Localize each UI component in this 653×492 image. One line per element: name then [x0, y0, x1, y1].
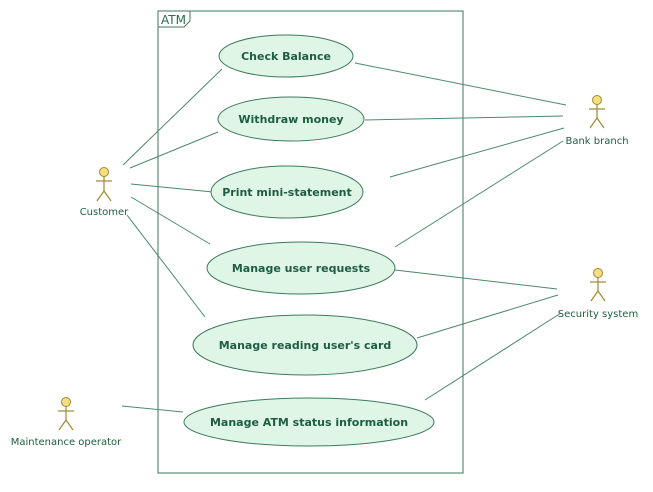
actor-label: Security system	[558, 309, 638, 320]
actor-figure-icon	[590, 268, 606, 302]
actor-label: Customer	[80, 207, 129, 218]
actor-label: Maintenance operator	[11, 437, 122, 448]
assoc-bank-withdraw-money	[364, 115, 564, 121]
system-name: ATM	[161, 13, 186, 27]
use-case-label: Manage user requests	[232, 262, 371, 275]
use-case-label: Manage reading user's card	[219, 339, 392, 352]
use-case-label: Print mini-statement	[222, 186, 352, 199]
use-case-label: Withdraw money	[238, 113, 343, 126]
actor-customer[interactable]: Customer	[80, 167, 129, 219]
assoc-bank-manage-user-requests	[394, 140, 564, 248]
assoc-bank-check-balance	[354, 62, 567, 106]
assoc-security-manage-user-requests	[394, 269, 558, 290]
associations	[121, 62, 567, 413]
assoc-customer-manage-reading-card	[126, 214, 206, 318]
use-case-manage-user-requests[interactable]: Manage user requests	[206, 241, 396, 295]
assoc-customer-print-mini-statement	[130, 183, 214, 193]
assoc-customer-check-balance	[122, 68, 223, 166]
actor-figure-icon	[96, 167, 112, 202]
actor-label: Bank branch	[565, 136, 628, 147]
assoc-security-manage-reading-card	[416, 294, 559, 339]
use-case-print-mini-statement[interactable]: Print mini-statement	[210, 165, 364, 219]
assoc-security-manage-atm-status	[424, 312, 562, 401]
system-tab	[158, 10, 191, 28]
actor-figure-icon	[58, 397, 74, 431]
actor-maintenance-operator[interactable]: Maintenance operator	[11, 397, 122, 449]
use-case-label: Manage ATM status information	[210, 416, 408, 429]
actor-figure-icon	[589, 95, 605, 129]
use-case-manage-atm-status-information[interactable]: Manage ATM status information	[183, 397, 435, 447]
system-boundary: ATM	[157, 10, 464, 474]
use-case-label: Check Balance	[241, 50, 331, 63]
actor-security-system[interactable]: Security system	[558, 268, 638, 321]
use-case-withdraw-money[interactable]: Withdraw money	[217, 96, 365, 142]
actor-bank-branch[interactable]: Bank branch	[565, 95, 629, 148]
assoc-customer-withdraw-money	[129, 131, 219, 169]
assoc-maintenance-manage-atm-status	[121, 405, 184, 413]
assoc-customer-manage-user-requests	[130, 196, 211, 245]
use-case-manage-reading-users-card[interactable]: Manage reading user's card	[192, 314, 418, 376]
use-case-check-balance[interactable]: Check Balance	[218, 34, 354, 78]
assoc-bank-print-mini-statement	[389, 127, 565, 178]
